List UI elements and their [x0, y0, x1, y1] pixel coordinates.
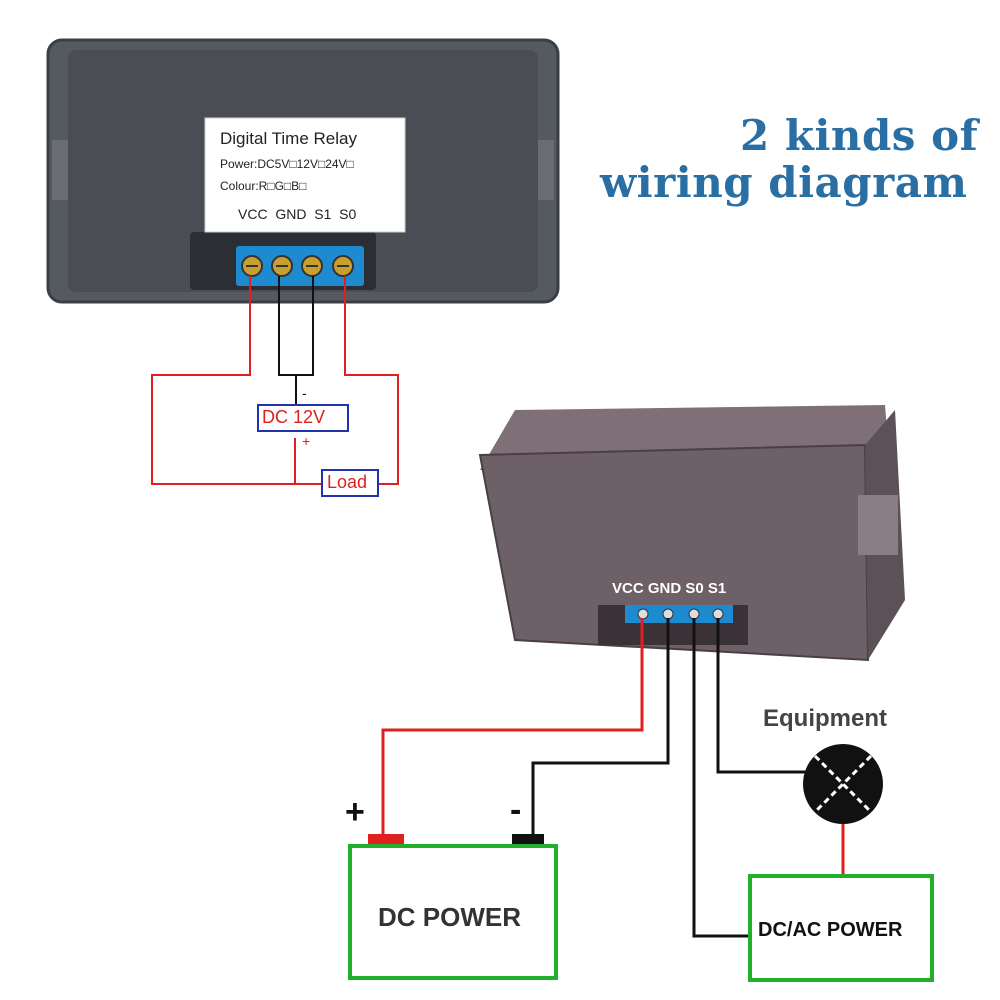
bottom-circuit-wires — [381, 618, 845, 938]
dc-power-positive-terminal — [368, 834, 404, 846]
top-device-colour-spec: Colour:R□G□B□ — [220, 179, 307, 193]
bottom-relay-module — [478, 405, 905, 662]
dc-power-label: DC POWER — [378, 902, 521, 932]
top-device-title: Digital Time Relay — [220, 129, 357, 148]
dc-power-negative-terminal — [512, 834, 544, 846]
load-label: Load — [327, 472, 368, 492]
top-device-terminal-labels: VCC GND S1 S0 — [238, 206, 357, 222]
bottom-device-terminal-labels: VCC GND S0 S1 — [612, 580, 727, 597]
top-plus-sign: + — [302, 433, 311, 449]
title-line-2: wiring diagram — [600, 158, 968, 207]
equipment-label: Equipment — [763, 705, 887, 732]
dc-power-minus-sign: - — [510, 791, 522, 829]
top-device-power-spec: Power:DC5V□12V□24V□ — [220, 157, 354, 171]
top-device-label-sticker — [204, 117, 406, 233]
title-line-1: 2 kinds of — [740, 111, 979, 160]
dc12v-source-box — [257, 404, 349, 432]
dcac-power-box — [748, 874, 934, 982]
load-box — [321, 469, 379, 497]
dcac-power-label: DC/AC POWER — [758, 919, 903, 941]
equipment-lamp-symbol — [803, 744, 883, 824]
dc12v-label: DC 12V — [262, 407, 326, 427]
top-minus-sign: - — [302, 385, 307, 401]
top-circuit-wires — [151, 276, 399, 485]
dc-power-box — [348, 844, 558, 980]
dc-power-plus-sign: + — [345, 793, 365, 831]
